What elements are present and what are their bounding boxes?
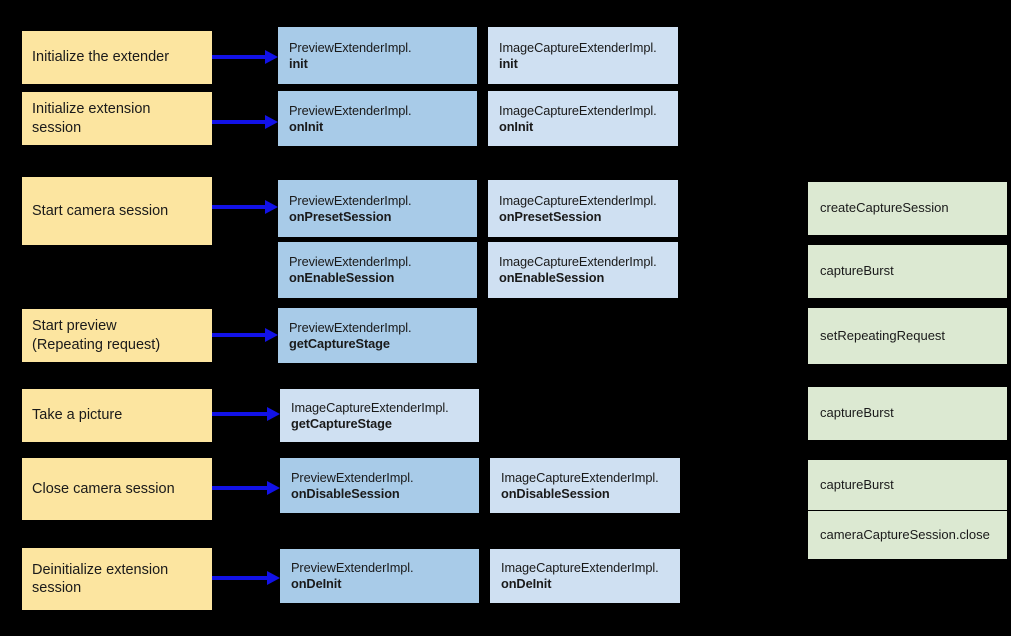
stage-label-line: Deinitialize extension xyxy=(32,561,169,578)
api-box-preview-ondeinit: PreviewExtenderImpl. onDeInit xyxy=(280,549,479,603)
camera-op-label: captureBurst xyxy=(820,405,894,421)
api-class-name: ImageCaptureExtenderImpl. xyxy=(291,399,449,415)
api-method-name: init xyxy=(289,55,308,71)
api-method-name: getCaptureStage xyxy=(291,415,392,431)
stage-label-line: session xyxy=(32,119,82,136)
api-box-preview-oninit: PreviewExtenderImpl. onInit xyxy=(278,91,477,146)
api-class-name: PreviewExtenderImpl. xyxy=(291,469,414,485)
api-class-name: PreviewExtenderImpl. xyxy=(289,39,412,55)
api-class-name: PreviewExtenderImpl. xyxy=(289,192,412,208)
camera-op-label: captureBurst xyxy=(820,476,894,492)
stage-box-init-extender: Initialize the extender xyxy=(22,31,212,84)
api-class-name: ImageCaptureExtenderImpl. xyxy=(499,102,657,118)
camera-op-capture-burst-1: captureBurst xyxy=(808,245,1007,298)
api-class-name: PreviewExtenderImpl. xyxy=(289,319,412,335)
api-class-name: ImageCaptureExtenderImpl. xyxy=(501,469,659,485)
api-box-capture-getcapturestage: ImageCaptureExtenderImpl. getCaptureStag… xyxy=(280,389,479,442)
api-class-name: ImageCaptureExtenderImpl. xyxy=(499,254,657,270)
api-box-capture-ondisablesession: ImageCaptureExtenderImpl. onDisableSessi… xyxy=(490,458,680,513)
camera-op-create-capture-session: createCaptureSession xyxy=(808,182,1007,235)
stage-label-line: Close camera session xyxy=(32,480,175,497)
api-box-capture-init: ImageCaptureExtenderImpl. init xyxy=(488,27,678,84)
camera-op-label: createCaptureSession xyxy=(820,200,949,216)
api-box-capture-oninit: ImageCaptureExtenderImpl. onInit xyxy=(488,91,678,146)
stage-label-line: Take a picture xyxy=(32,407,123,424)
api-box-capture-onpresetsession: ImageCaptureExtenderImpl. onPresetSessio… xyxy=(488,180,678,237)
api-method-name: onDisableSession xyxy=(501,485,610,501)
api-method-name: onPresetSession xyxy=(289,208,392,224)
camera-op-label: setRepeatingRequest xyxy=(820,327,946,343)
camera-op-camera-capture-session-close: cameraCaptureSession.close xyxy=(808,511,1007,559)
api-method-name: onPresetSession xyxy=(499,208,602,224)
api-class-name: PreviewExtenderImpl. xyxy=(289,254,412,270)
api-method-name: onInit xyxy=(499,118,534,134)
api-method-name: onDeInit xyxy=(291,576,342,591)
api-method-name: onEnableSession xyxy=(499,270,605,285)
stage-label-line: Start preview xyxy=(32,318,117,335)
stage-label-line: (Repeating request) xyxy=(32,336,161,353)
stage-box-init-session: Initialize extension session xyxy=(22,92,212,145)
stage-box-deinit-session: Deinitialize extension session xyxy=(22,548,212,610)
api-box-capture-onenablesession: ImageCaptureExtenderImpl. onEnableSessio… xyxy=(488,242,678,298)
api-box-preview-init: PreviewExtenderImpl. init xyxy=(278,27,477,84)
api-class-name: PreviewExtenderImpl. xyxy=(291,560,414,576)
api-box-preview-onpresetsession: PreviewExtenderImpl. onPresetSession xyxy=(278,180,477,237)
api-method-name: onDisableSession xyxy=(291,485,400,501)
api-method-name: onInit xyxy=(289,118,324,134)
api-method-name: init xyxy=(499,55,518,71)
stage-label-line: Initialize extension xyxy=(32,101,151,118)
api-method-name: onDeInit xyxy=(501,576,552,591)
camera-op-label: captureBurst xyxy=(820,263,894,279)
api-method-name: getCaptureStage xyxy=(289,335,390,351)
api-box-preview-ondisablesession: PreviewExtenderImpl. onDisableSession xyxy=(280,458,479,513)
api-class-name: ImageCaptureExtenderImpl. xyxy=(499,192,657,208)
stage-label-line: Initialize the extender xyxy=(32,49,170,66)
api-box-capture-ondeinit: ImageCaptureExtenderImpl. onDeInit xyxy=(490,549,680,603)
stage-label-line: Start camera session xyxy=(32,202,169,219)
stage-box-close-camera: Close camera session xyxy=(22,458,212,520)
stage-box-start-preview: Start preview (Repeating request) xyxy=(22,309,212,362)
stage-box-start-camera: Start camera session xyxy=(22,177,212,245)
camera-op-label: cameraCaptureSession.close xyxy=(820,526,990,542)
stage-box-take-picture: Take a picture xyxy=(22,389,212,442)
camera-op-capture-burst-2: captureBurst xyxy=(808,387,1007,440)
api-class-name: PreviewExtenderImpl. xyxy=(289,102,412,118)
camera-op-set-repeating-request: setRepeatingRequest xyxy=(808,308,1007,364)
api-box-preview-getcapturestage: PreviewExtenderImpl. getCaptureStage xyxy=(278,308,477,363)
api-method-name: onEnableSession xyxy=(289,270,395,285)
api-class-name: ImageCaptureExtenderImpl. xyxy=(501,560,659,576)
camera-op-capture-burst-3: captureBurst xyxy=(808,460,1007,510)
api-box-preview-onenablesession: PreviewExtenderImpl. onEnableSession xyxy=(278,242,477,298)
api-class-name: ImageCaptureExtenderImpl. xyxy=(499,39,657,55)
stage-label-line: session xyxy=(32,580,82,596)
